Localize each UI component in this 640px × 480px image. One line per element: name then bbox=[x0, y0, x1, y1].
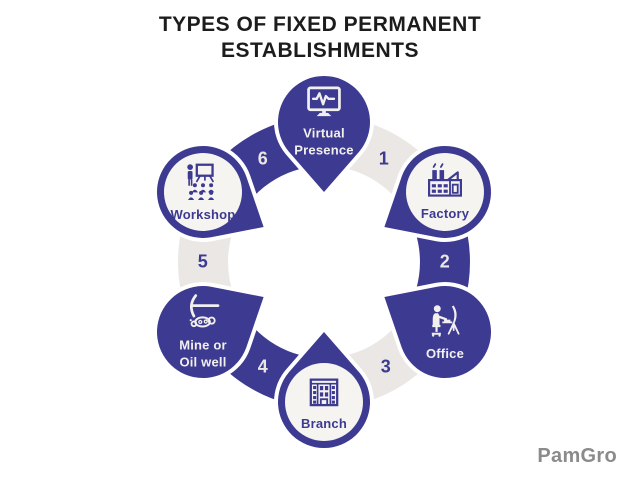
brand-logo: PamGro bbox=[537, 445, 617, 468]
pin-virtual-presence bbox=[274, 72, 374, 199]
item-label: Mine or Oil well bbox=[179, 337, 227, 370]
item-label: Factory bbox=[420, 205, 470, 221]
item-office: Office bbox=[389, 302, 501, 362]
step-number-2: 2 bbox=[439, 251, 451, 272]
brand-logo-text: PamGro bbox=[537, 445, 617, 467]
step-number-5: 5 bbox=[197, 251, 209, 272]
pin-office bbox=[379, 282, 495, 382]
item-mine-or-oil-well: Mine or Oil well bbox=[147, 293, 259, 370]
item-branch: Branch bbox=[268, 372, 380, 432]
step-number-4: 4 bbox=[257, 356, 269, 377]
page-title: TYPES OF FIXED PERMANENT ESTABLISHMENTS bbox=[0, 12, 640, 63]
building-icon bbox=[309, 378, 339, 407]
monitor-pulse-icon bbox=[307, 86, 341, 117]
page-title-line2: ESTABLISHMENTS bbox=[221, 38, 419, 62]
item-factory: Factory bbox=[389, 162, 501, 222]
item-label: Virtual Presence bbox=[294, 125, 354, 158]
pickaxe-icon bbox=[189, 294, 220, 328]
step-number-1: 1 bbox=[378, 148, 390, 169]
presentation-icon bbox=[187, 163, 215, 201]
item-workshop: Workshop bbox=[147, 161, 259, 223]
page-title-line1: TYPES OF FIXED PERMANENT bbox=[158, 13, 482, 36]
item-label: Workshop bbox=[170, 206, 236, 222]
factory-icon bbox=[428, 163, 462, 197]
step-number-6: 6 bbox=[257, 148, 269, 169]
step-number-3: 3 bbox=[380, 356, 392, 377]
item-label: Branch bbox=[301, 415, 347, 431]
office-desk-icon bbox=[431, 305, 460, 337]
item-virtual-presence: Virtual Presence bbox=[268, 85, 380, 158]
pin-branch bbox=[274, 325, 374, 452]
pin-mine-or-oil-well bbox=[153, 282, 269, 382]
item-label: Office bbox=[425, 345, 465, 361]
